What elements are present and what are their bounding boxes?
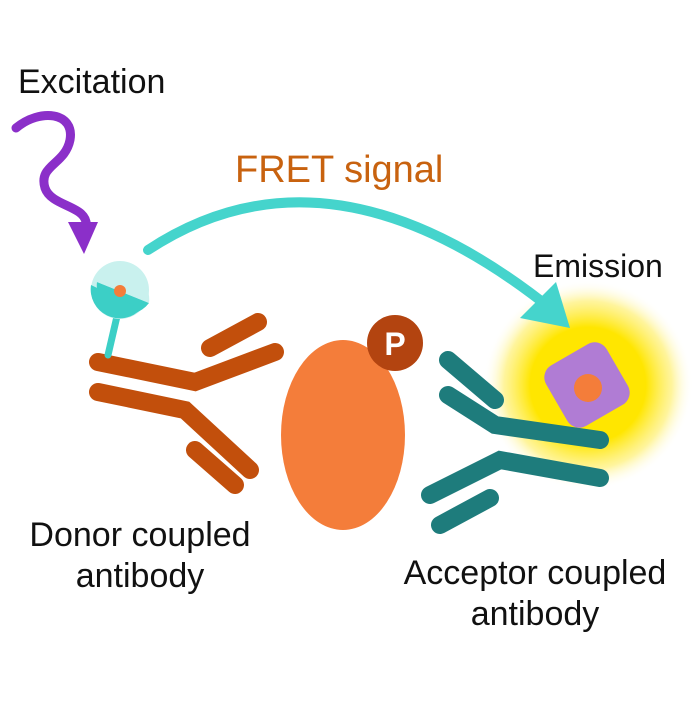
fret-arrow [143,197,560,317]
acceptor-label: Acceptor coupled antibody [375,553,695,635]
phospho-label: P [384,326,405,362]
emission-label: Emission [533,248,663,284]
acceptor-antibody [421,351,609,534]
acceptor-fluorophore-icon [544,342,630,428]
squiggle-arrow-icon [11,111,98,254]
donor-fluorophore-icon [90,261,150,359]
fret-arrowhead [520,282,570,328]
donor-label-line1: Donor coupled [29,516,251,554]
donor-label-line2: antibody [75,556,205,595]
donor-antibody [89,313,284,494]
acceptor-label-line2: antibody [470,594,600,633]
acceptor-label-line1: Acceptor coupled [403,554,667,592]
target-protein [281,340,405,530]
donor-label: Donor coupled antibody [8,515,272,597]
excitation-label: Excitation [18,63,166,101]
phosphate-badge-icon: P [367,315,423,371]
fret-signal-label: FRET signal [235,149,444,191]
